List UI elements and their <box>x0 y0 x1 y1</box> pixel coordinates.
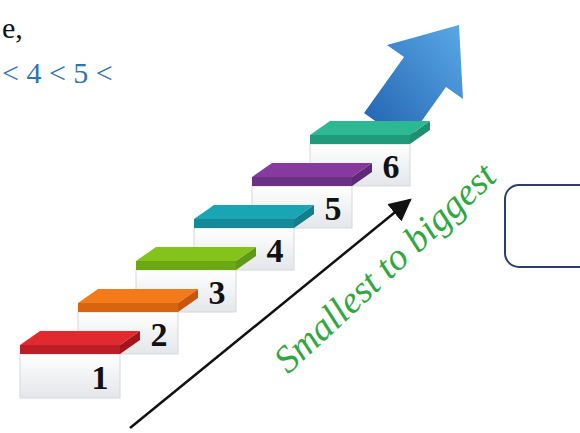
inequality-text: < 4 < 5 < <box>2 55 113 91</box>
step <box>20 331 140 398</box>
step-number: 5 <box>325 189 342 230</box>
step-number: 3 <box>209 273 226 314</box>
step-number: 1 <box>92 358 109 399</box>
step-number: 4 <box>267 231 284 272</box>
step-number: 6 <box>383 147 400 188</box>
side-panel <box>505 185 580 267</box>
step-number: 2 <box>151 315 168 356</box>
sentence-fragment: e, <box>2 10 23 46</box>
